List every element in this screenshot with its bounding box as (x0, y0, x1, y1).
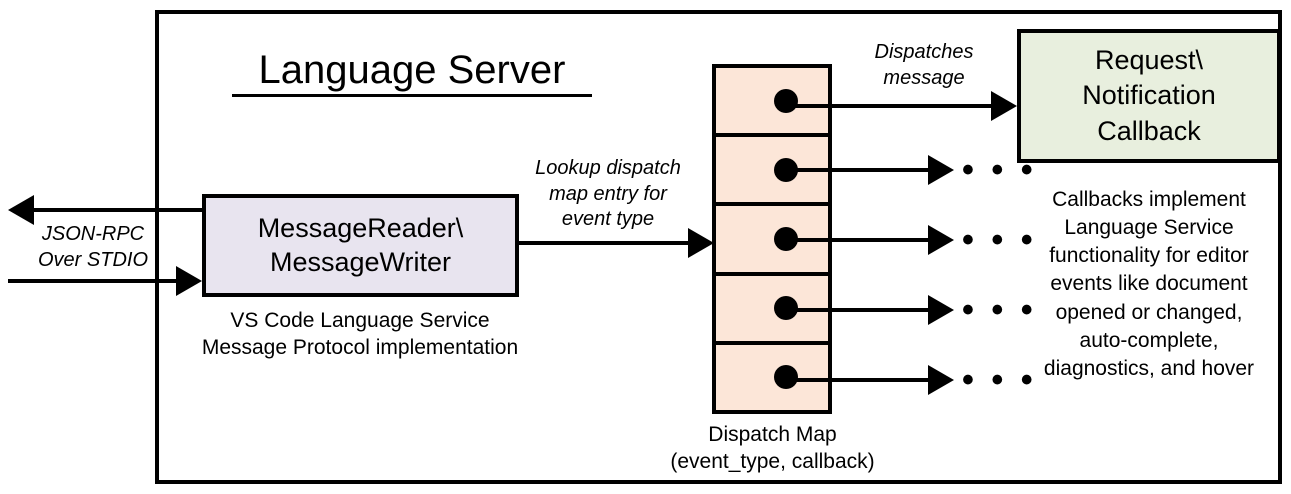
edge-dispatch-arrowhead (991, 91, 1017, 121)
dispatch-map-row[interactable] (716, 345, 828, 410)
edge-callback-line (790, 378, 942, 382)
edge-lookup-line (519, 241, 695, 245)
edge-label-lookup: Lookup dispatch map entry for event type (535, 157, 681, 231)
caption-dispatch-map: Dispatch Map (event_type, callback) (670, 423, 875, 473)
ellipsis-row: • • • (962, 291, 1037, 329)
dispatch-map-dot-icon (774, 365, 798, 390)
caption-message-reader-writer: VS Code Language Service Message Protoco… (201, 309, 519, 359)
edge-outbound-line (30, 208, 210, 212)
ellipsis-row: • • • (962, 361, 1037, 399)
page-title: Language Server (232, 48, 592, 97)
node-request-notification-callback-label: Request\ Notification Callback (1082, 45, 1216, 146)
edge-callback-arrowhead (928, 225, 954, 255)
dispatch-map-row[interactable] (716, 68, 828, 138)
edge-inbound-arrowhead (176, 266, 202, 296)
edge-callback-line (790, 168, 942, 172)
edge-callback-arrowhead (928, 365, 954, 395)
node-request-notification-callback[interactable]: Request\ Notification Callback (1017, 29, 1281, 163)
edge-callback-arrowhead (928, 155, 954, 185)
edge-inbound-line (8, 279, 188, 283)
edge-callback-arrowhead (928, 295, 954, 325)
node-dispatch-map[interactable] (712, 64, 832, 414)
edge-label-json-rpc: JSON-RPC Over STDIO (37, 223, 148, 271)
edge-outbound-arrowhead (8, 195, 34, 225)
edge-label-dispatches-message: Dispatches message (874, 41, 974, 89)
edge-lookup-arrowhead (688, 228, 714, 258)
language-server-boundary (155, 10, 1282, 484)
ellipsis-row: • • • (962, 221, 1037, 259)
dispatch-map-dot-icon (774, 88, 798, 113)
node-message-reader-writer[interactable]: MessageReader\ MessageWriter (202, 194, 519, 297)
edge-callback-line (790, 238, 942, 242)
edge-dispatch-line (790, 104, 1006, 108)
node-message-reader-writer-label: MessageReader\ MessageWriter (257, 212, 464, 277)
caption-callback: Callbacks implement Language Service fun… (1043, 188, 1255, 380)
edge-callback-line (790, 308, 942, 312)
